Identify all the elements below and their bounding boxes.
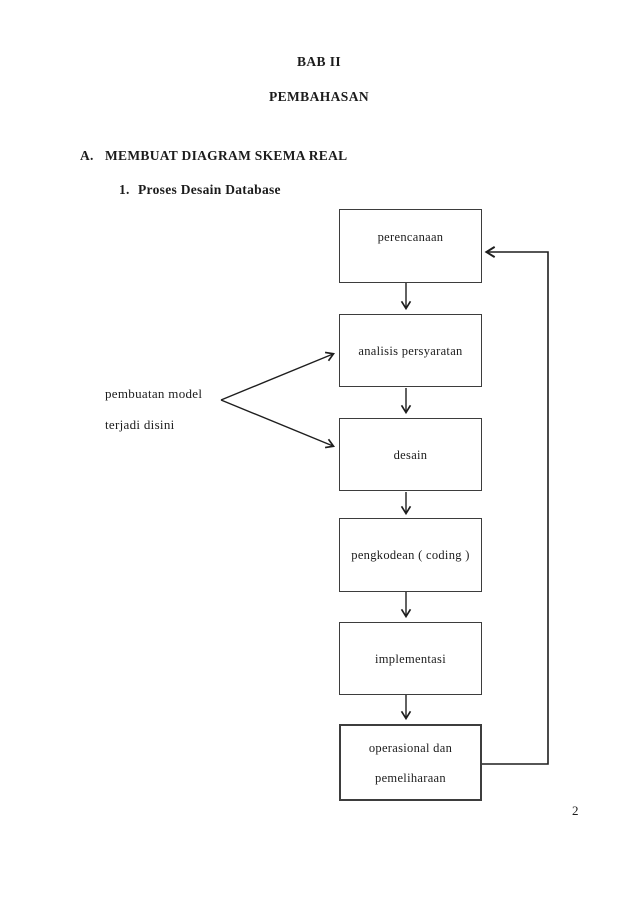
flow-box-label-line1: operasional dan — [368, 740, 453, 755]
flow-box-label: implementasi — [375, 651, 446, 666]
section-label: A. — [80, 148, 94, 163]
chapter-subtitle: PEMBAHASAN — [268, 89, 369, 104]
annotation-arrow-to-desain — [220, 399, 336, 449]
subsection-heading: 1. Proses Desain Database — [119, 182, 281, 198]
flow-box-label: analisis persyaratan — [358, 343, 463, 358]
subsection-title: Proses Desain Database — [138, 182, 281, 197]
flow-box-operasional-pemeliharaan: operasional dan pemeliharaan — [339, 724, 482, 801]
flow-box-label-line2: pemeliharaan — [375, 770, 446, 785]
flow-box-analisis-persyaratan: analisis persyaratan — [339, 314, 482, 387]
section-title: MEMBUAT DIAGRAM SKEMA REAL — [105, 148, 348, 163]
flow-box-label: perencanaan — [377, 230, 444, 244]
flow-box-label: pengkodean ( coding ) — [351, 548, 470, 562]
flow-box-perencanaan: perencanaan — [339, 209, 482, 283]
page-number: 2 — [572, 803, 579, 818]
flow-box-desain: desain — [339, 418, 482, 491]
section-heading: A. MEMBUAT DIAGRAM SKEMA REAL — [80, 148, 347, 164]
annotation-arrow-to-analisis — [220, 351, 336, 401]
feedback-loop-arrow — [482, 246, 549, 765]
subsection-label: 1. — [119, 182, 130, 197]
chapter-title: BAB II — [296, 54, 342, 69]
flow-box-label: desain — [393, 447, 428, 462]
flow-box-implementasi: implementasi — [339, 622, 482, 695]
annotation-terjadi-disini: terjadi disini — [105, 417, 175, 432]
flow-box-pengkodean: pengkodean ( coding ) — [339, 518, 482, 592]
annotation-pembuatan-model: pembuatan model — [105, 386, 203, 401]
